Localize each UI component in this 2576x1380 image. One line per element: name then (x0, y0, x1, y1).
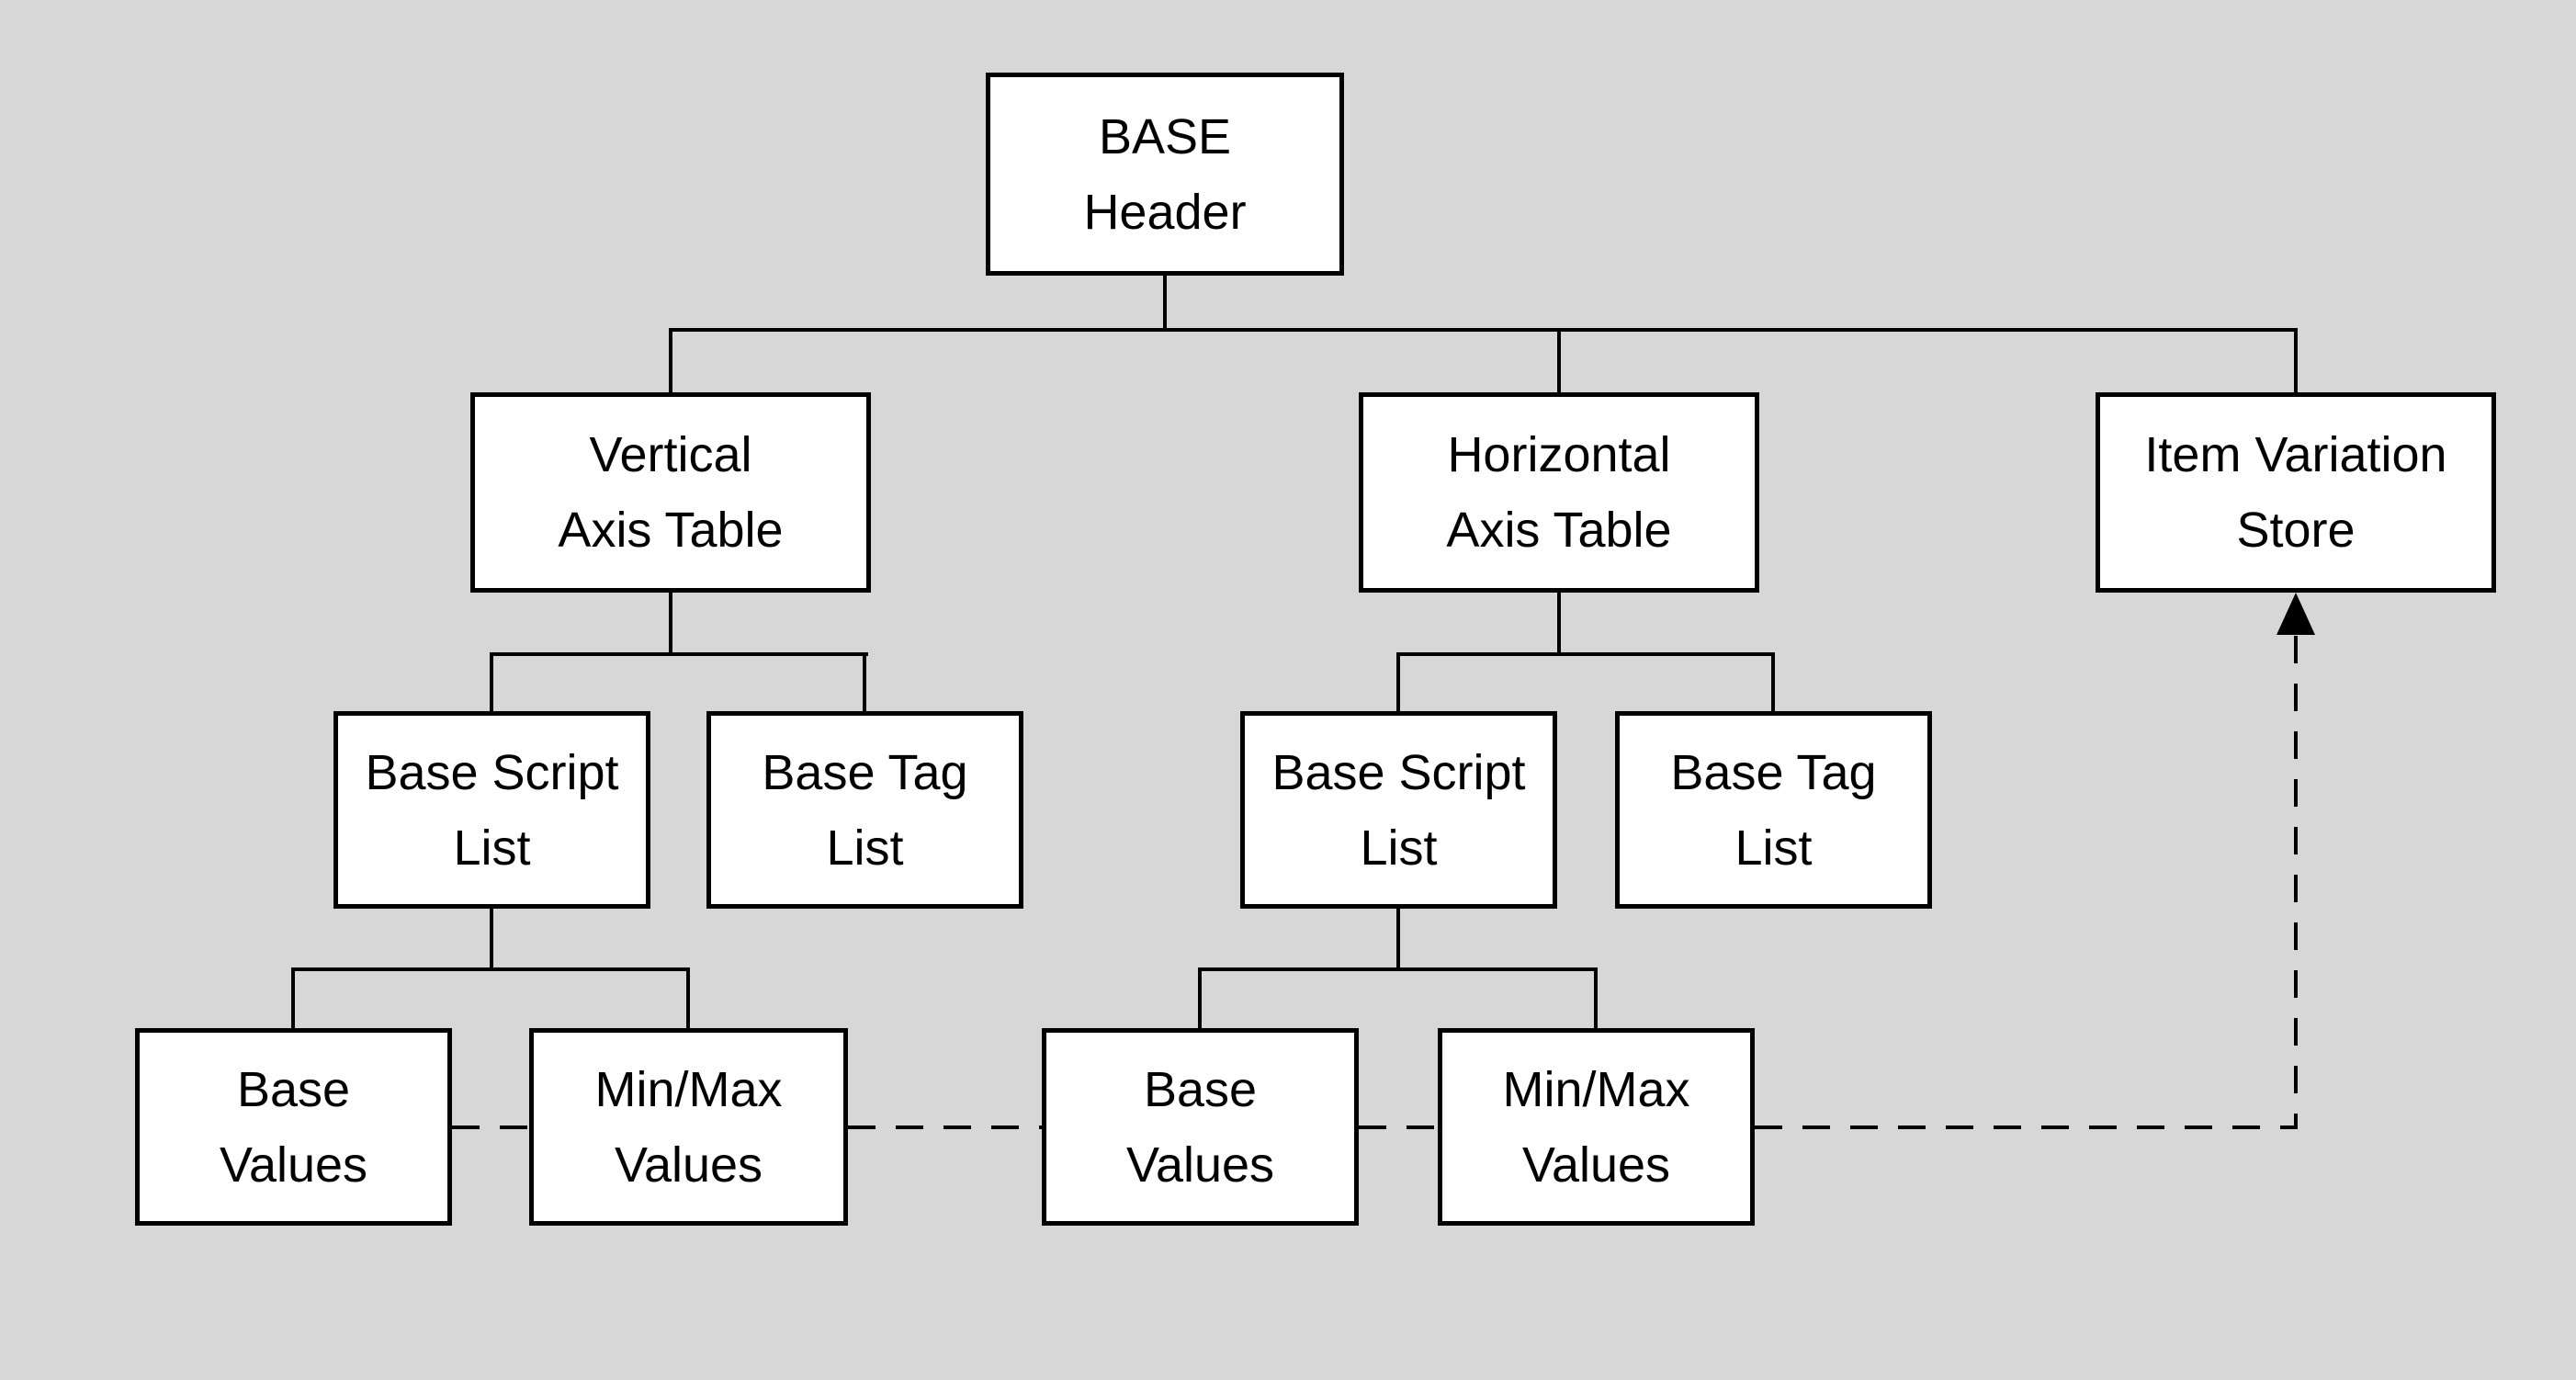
connector-vertical-axis-hline (490, 652, 868, 656)
connector-drop-horizontal-axis-table (1557, 328, 1561, 392)
connector-horizontal-axis-hline (1396, 652, 1775, 656)
connector-script-list-vertical-stem (490, 909, 493, 969)
connector-drop-base-values-horizontal (1198, 967, 1202, 1028)
node-base-values-vertical: Base Values (135, 1028, 452, 1226)
node-base-script-list-vertical-line1: Base Script (365, 744, 619, 800)
node-vertical-axis-table-line2: Axis Table (558, 503, 784, 558)
connector-drop-base-tag-list-horizontal (1771, 652, 1775, 711)
connector-drop-base-script-list-vertical (490, 652, 493, 711)
dashed-link-to-store-hline (1755, 1125, 2298, 1129)
node-base-tag-list-vertical-line1: Base Tag (762, 744, 968, 800)
node-horizontal-axis-table-line1: Horizontal (1447, 427, 1671, 482)
dashed-link-basevalues-minmax-horizontal (1359, 1125, 1438, 1129)
connector-vertical-axis-stem (669, 593, 672, 654)
node-base-script-list-horizontal: Base Script List (1240, 711, 1557, 909)
node-minmax-values-horizontal: Min/Max Values (1438, 1028, 1755, 1226)
node-minmax-values-vertical-line1: Min/Max (594, 1061, 783, 1117)
node-base-script-list-vertical: Base Script List (333, 711, 650, 909)
node-base-values-vertical-line1: Base (236, 1061, 351, 1117)
dashed-link-minmax-vertical-basevalues-horizontal (848, 1125, 1042, 1129)
connector-level2-hline (669, 328, 2298, 332)
node-base-values-vertical-line2: Values (219, 1137, 368, 1193)
connector-drop-minmax-values-horizontal (1594, 967, 1598, 1028)
node-base-tag-list-horizontal: Base Tag List (1615, 711, 1932, 909)
node-base-tag-list-vertical-line2: List (826, 820, 904, 876)
node-base-tag-list-vertical: Base Tag List (706, 711, 1023, 909)
node-minmax-values-horizontal-line2: Values (1521, 1137, 1671, 1193)
node-horizontal-axis-table-line2: Axis Table (1446, 503, 1672, 558)
node-base-header: BASE Header (986, 73, 1344, 276)
connector-drop-minmax-values-vertical (686, 967, 690, 1028)
node-base-script-list-vertical-line2: List (453, 820, 531, 876)
arrowhead-into-item-variation-store (2277, 593, 2315, 635)
node-base-script-list-horizontal-line1: Base Script (1271, 744, 1526, 800)
node-minmax-values-horizontal-line1: Min/Max (1502, 1061, 1690, 1117)
node-base-script-list-horizontal-line2: List (1360, 820, 1438, 876)
node-vertical-axis-table-line1: Vertical (589, 427, 752, 482)
connector-drop-base-tag-list-vertical (863, 652, 866, 711)
node-item-variation-store: Item Variation Store (2096, 392, 2496, 593)
connector-drop-base-values-vertical (291, 967, 295, 1028)
node-vertical-axis-table: Vertical Axis Table (470, 392, 871, 593)
node-base-values-horizontal-line1: Base (1143, 1061, 1258, 1117)
node-item-variation-store-line1: Item Variation (2144, 427, 2447, 482)
node-minmax-values-vertical: Min/Max Values (529, 1028, 848, 1226)
connector-horizontal-axis-stem (1557, 593, 1561, 654)
node-base-header-line2: Header (1083, 184, 1247, 240)
connector-script-list-horizontal-hline (1198, 967, 1598, 971)
node-base-header-line1: BASE (1098, 108, 1232, 164)
connector-drop-item-variation-store (2294, 328, 2298, 392)
node-base-values-horizontal-line2: Values (1125, 1137, 1275, 1193)
node-base-values-horizontal: Base Values (1042, 1028, 1359, 1226)
dashed-link-to-store-vline (2294, 636, 2298, 1129)
node-horizontal-axis-table: Horizontal Axis Table (1359, 392, 1759, 593)
dashed-link-basevalues-minmax-vertical (452, 1125, 529, 1129)
connector-script-list-vertical-hline (291, 967, 690, 971)
node-item-variation-store-line2: Store (2236, 503, 2356, 558)
connector-script-list-horizontal-stem (1396, 909, 1400, 969)
connector-drop-base-script-list-horizontal (1396, 652, 1400, 711)
connector-drop-vertical-axis-table (669, 328, 672, 392)
node-minmax-values-vertical-line2: Values (614, 1137, 763, 1193)
connector-header-stem (1163, 276, 1167, 332)
node-base-tag-list-horizontal-line2: List (1734, 820, 1813, 876)
node-base-tag-list-horizontal-line1: Base Tag (1670, 744, 1877, 800)
